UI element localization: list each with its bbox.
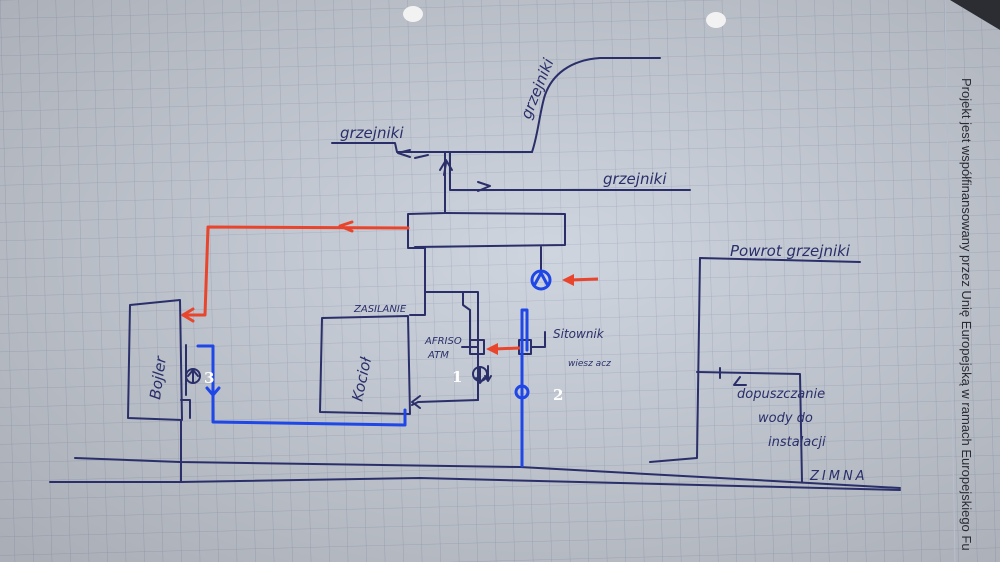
margin-note: Projekt jest współfinansowany przez Unię… (959, 78, 974, 551)
pump-number-1: 1 (452, 368, 462, 386)
label-grzejniki-right: grzejniki (603, 170, 667, 188)
hot-water-lines (181, 220, 410, 323)
label-afriso-atm: ATM (427, 350, 449, 361)
label-instalacji: instalacji (768, 435, 826, 450)
indicator-arrow-icon (486, 274, 599, 355)
label-sitownik-sub: wiesz acz (568, 359, 611, 369)
label-afriso: AFRISO (424, 336, 462, 347)
pump-number-2: 2 (553, 386, 563, 404)
label-zimna: ZIMNA (809, 469, 868, 484)
label-sitownik: Sitownik (553, 327, 605, 341)
label-dopuszczanie: dopuszczanie (737, 387, 825, 402)
label-powrot-grzejniki: Powrot grzejniki (730, 242, 851, 260)
punch-hole-icon (706, 12, 726, 28)
label-wody-do: wody do (758, 411, 813, 426)
cold-water-lines (196, 269, 552, 468)
label-zasilanie: ZASILANIE (353, 304, 407, 315)
ink-lines (49, 57, 901, 491)
label-grzejniki-left: grzejniki (340, 124, 404, 142)
punch-hole-icon (403, 6, 423, 22)
label-bojler: Bojler (146, 354, 170, 400)
pump-number-3: 3 (204, 369, 214, 387)
